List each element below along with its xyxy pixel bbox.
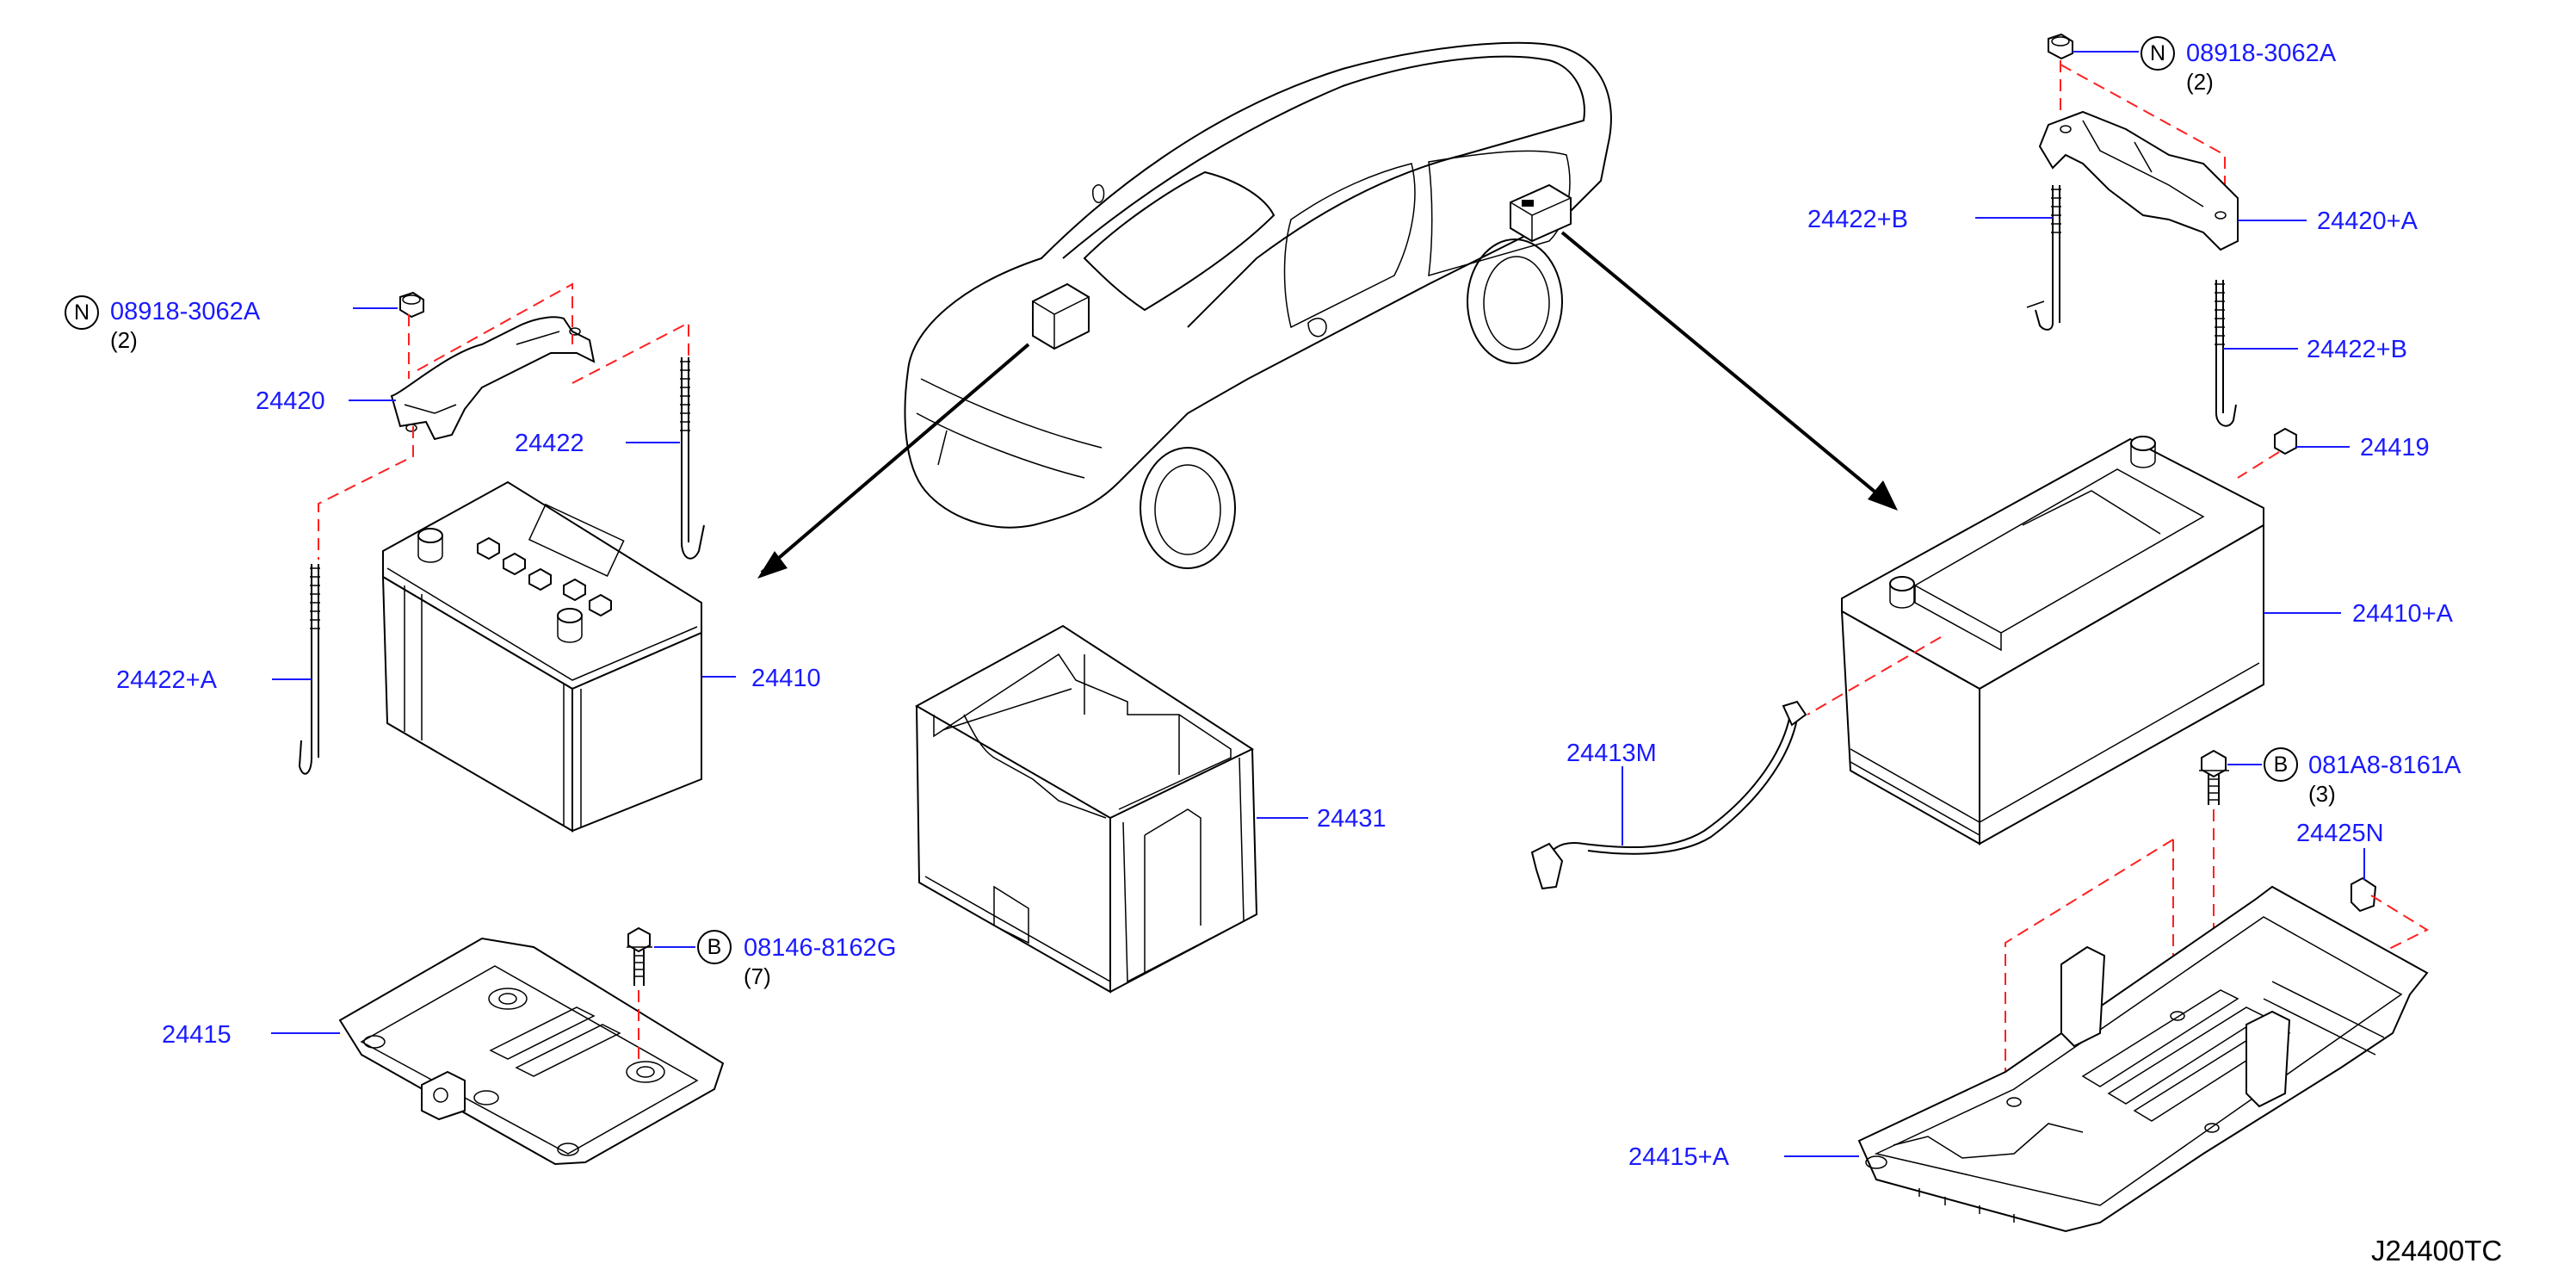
label-24420a: 24420+A [2317,207,2418,235]
label-24410a: 24410+A [2352,600,2453,628]
label-24422: 24422 [515,430,584,457]
right-rod-lower [2215,280,2237,427]
label-24419: 24419 [2360,434,2430,461]
label-24410: 24410 [751,665,821,692]
left-jbolt-24422a [298,564,320,775]
qty-08146: (7) [744,963,771,989]
right-rod-upper [2026,185,2061,331]
label-08918-left: 08918-3062A [110,298,261,325]
label-08146: 08146-8162G [744,934,897,962]
left-jbolt-24422 [680,357,705,560]
right-battery [1840,436,2264,845]
label-24415: 24415 [162,1021,232,1049]
label-24420: 24420 [256,387,325,415]
left-battery [381,480,702,833]
leader-lines [271,51,2365,1157]
left-tray-bolt [627,926,652,986]
battery-box [914,624,1258,994]
label-24431: 24431 [1317,805,1387,833]
left-nut [399,291,424,319]
qty-081a8: (3) [2308,781,2336,807]
right-nut [2048,33,2073,60]
right-sensor-harness [1530,700,1807,890]
label-08918-right: 08918-3062A [2186,40,2337,67]
right-tray-bolt [2199,749,2229,805]
diagram-code: J24400TC [2371,1235,2503,1267]
right-clip-24419 [2274,427,2297,455]
right-clip-24425n [2351,876,2377,913]
left-battery-tray [338,937,725,1166]
right-battery-tray [1857,885,2429,1233]
qty-08918-right: (2) [2186,69,2214,95]
label-081a8: 081A8-8161A [2308,752,2462,779]
b-badge-right: B [2264,747,2298,782]
b-badge-left: B [697,930,732,964]
callout-arrows [757,231,1898,579]
label-24422a: 24422+A [116,666,217,694]
label-24422b-mid: 24422+B [2307,336,2407,363]
qty-08918-left: (2) [110,327,138,353]
label-24415a: 24415+A [1628,1143,1729,1171]
n-badge-right: N [2140,36,2175,71]
n-badge-left: N [65,295,99,330]
label-24425n: 24425N [2296,820,2384,847]
right-holddown-bracket [2038,110,2239,251]
car-illustration [904,41,1612,569]
label-24422b-top: 24422+B [1807,206,1908,233]
left-holddown-bracket [390,316,596,441]
label-24413m: 24413M [1566,740,1657,767]
